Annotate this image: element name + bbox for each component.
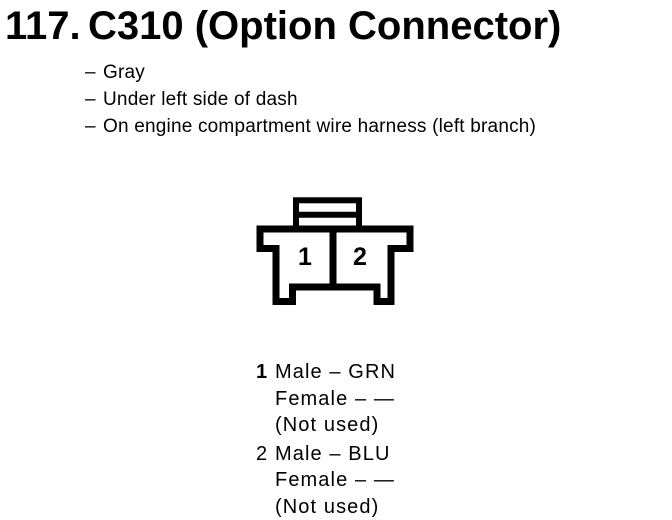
section-number: 117. <box>5 4 81 48</box>
pin-lines: Male – BLU Female – — (Not used) <box>275 441 395 520</box>
connector-title: C310 (Option Connector) <box>88 4 562 48</box>
detail-item-location: – Under left side of dash <box>85 86 536 113</box>
pin-note: (Not used) <box>275 414 380 436</box>
pin-entry-2: 2 Male – BLU Female – — (Not used) <box>256 441 396 520</box>
connector-diagram: 1 2 <box>256 197 414 305</box>
pin-female-wire: Female – — <box>275 387 395 410</box>
cavity-label-2: 2 <box>353 243 367 271</box>
detail-item-color: – Gray <box>85 59 536 86</box>
pin-lines: Male – GRN Female – — (Not used) <box>275 359 396 439</box>
dash-bullet: – <box>85 89 96 110</box>
dash-bullet: – <box>85 62 96 83</box>
pin-female-wire: Female – — <box>275 469 395 491</box>
pinout-list: 1 Male – GRN Female – — (Not used) 2 Mal… <box>256 359 396 520</box>
detail-text-location: Under left side of dash <box>103 89 298 110</box>
page-title: 117. C310 (Option Connector) <box>0 3 672 49</box>
pin-note: (Not used) <box>275 495 380 518</box>
detail-text-harness: On engine compartment wire harness (left… <box>103 116 537 137</box>
pin-number: 1 <box>256 361 269 383</box>
dash-bullet: – <box>85 116 96 137</box>
pin-number: 2 <box>256 442 269 465</box>
pin-male-wire: Male – GRN <box>275 361 397 383</box>
pin-entry-1: 1 Male – GRN Female – — (Not used) <box>256 359 396 439</box>
detail-text-color: Gray <box>103 62 145 83</box>
cavity-label-1: 1 <box>298 243 312 271</box>
pin-male-wire: Male – BLU <box>275 442 391 465</box>
connector-detail-list: – Gray – Under left side of dash – On en… <box>85 59 536 140</box>
detail-item-harness: – On engine compartment wire harness (le… <box>85 113 536 140</box>
